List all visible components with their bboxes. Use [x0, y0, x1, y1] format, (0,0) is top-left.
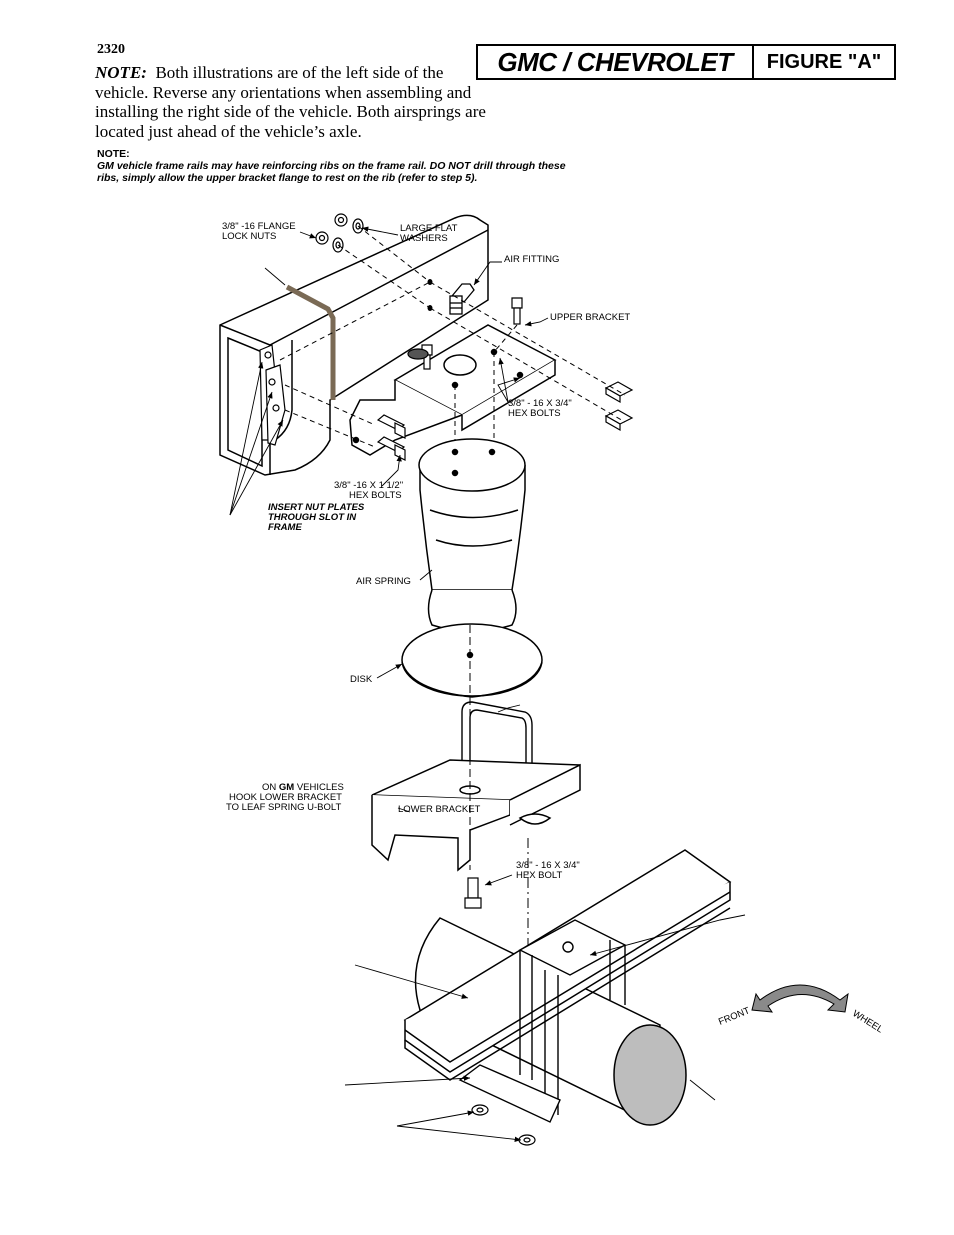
- main-note-text: Both illustrations are of the left side …: [95, 63, 486, 141]
- lock-nuts: [315, 213, 348, 245]
- side-hex-bolts: [604, 381, 634, 432]
- gm-hook-label-1c: VEHICLES: [294, 782, 344, 793]
- long-hex-bolts: [376, 414, 406, 461]
- air-spring: [418, 438, 526, 633]
- air-spring-label: AIR SPRING: [356, 576, 411, 587]
- gm-hook-label-1: ON GM VEHICLES: [262, 782, 344, 793]
- washers-label-1: LARGE FLAT: [400, 223, 458, 234]
- gm-hook-label-1a: ON: [262, 782, 279, 793]
- leader-lines: [229, 226, 746, 1142]
- hex-bolts-34-label-2: HEX BOLTS: [508, 408, 561, 419]
- hex-bolt-label-1: 3/8" - 16 X 3/4": [516, 860, 580, 871]
- hex-bolts-112-label-2: HEX BOLTS: [349, 490, 402, 501]
- hex-bolt-label-2: HEX BOLT: [516, 870, 562, 881]
- lower-nuts: [471, 1104, 536, 1146]
- air-fitting-label: AIR FITTING: [504, 254, 559, 265]
- insert-nut-label-3: FRAME: [268, 522, 302, 533]
- axle-tube: [414, 917, 687, 1126]
- hex-bolts-34-label-1: 3/8" - 16 X 3/4": [508, 398, 572, 409]
- gm-note-heading: NOTE:: [97, 148, 130, 160]
- lock-nuts-label-2: LOCK NUTS: [222, 231, 276, 242]
- lock-nuts-label-1: 3/8" -16 FLANGE: [222, 221, 296, 232]
- disk-label: DISK: [350, 674, 373, 685]
- lower-bracket: [371, 759, 581, 872]
- gm-note-text: GM vehicle frame rails may have reinforc…: [97, 160, 566, 184]
- axle-clamp: [458, 919, 627, 1123]
- page-number: 2320: [97, 42, 125, 57]
- hex-bolts-112-label-1: 3/8" -16 X 1 1/2": [334, 480, 403, 491]
- washers-label-2: WASHERS: [400, 233, 448, 244]
- title-brand: GMC / CHEVROLET: [478, 46, 754, 78]
- disk: [401, 623, 543, 698]
- upper-assembly-lines: [279, 225, 626, 470]
- main-note: NOTE: Both illustrations are of the left…: [95, 63, 490, 141]
- wheel-label: WHEEL: [850, 1008, 884, 1035]
- lower-hex-bolt: [464, 877, 482, 909]
- gm-hook-label-1b: GM: [279, 782, 294, 793]
- insert-nut-label-1: INSERT NUT PLATES: [268, 502, 365, 513]
- figure-label: FIGURE "A": [766, 50, 882, 73]
- front-label: FRONT: [717, 1005, 752, 1028]
- front-wheel-arrow: [751, 984, 849, 1013]
- gm-frame-note: NOTE: GM vehicle frame rails may have re…: [97, 148, 577, 184]
- reinforcing-rib: [285, 284, 336, 400]
- title-box: GMC / CHEVROLET FIGURE "A": [476, 44, 896, 80]
- gm-hook-label-3: TO LEAF SPRING U-BOLT: [226, 802, 341, 813]
- upper-bracket-label: UPPER BRACKET: [550, 312, 630, 323]
- main-note-lead: NOTE:: [95, 63, 147, 82]
- insert-nut-label-2: THROUGH SLOT IN: [268, 512, 357, 523]
- lower-bracket-label: LOWER BRACKET: [398, 804, 481, 815]
- upper-bolts: [407, 297, 523, 370]
- gm-hook-label-2: HOOK LOWER BRACKET: [229, 792, 342, 803]
